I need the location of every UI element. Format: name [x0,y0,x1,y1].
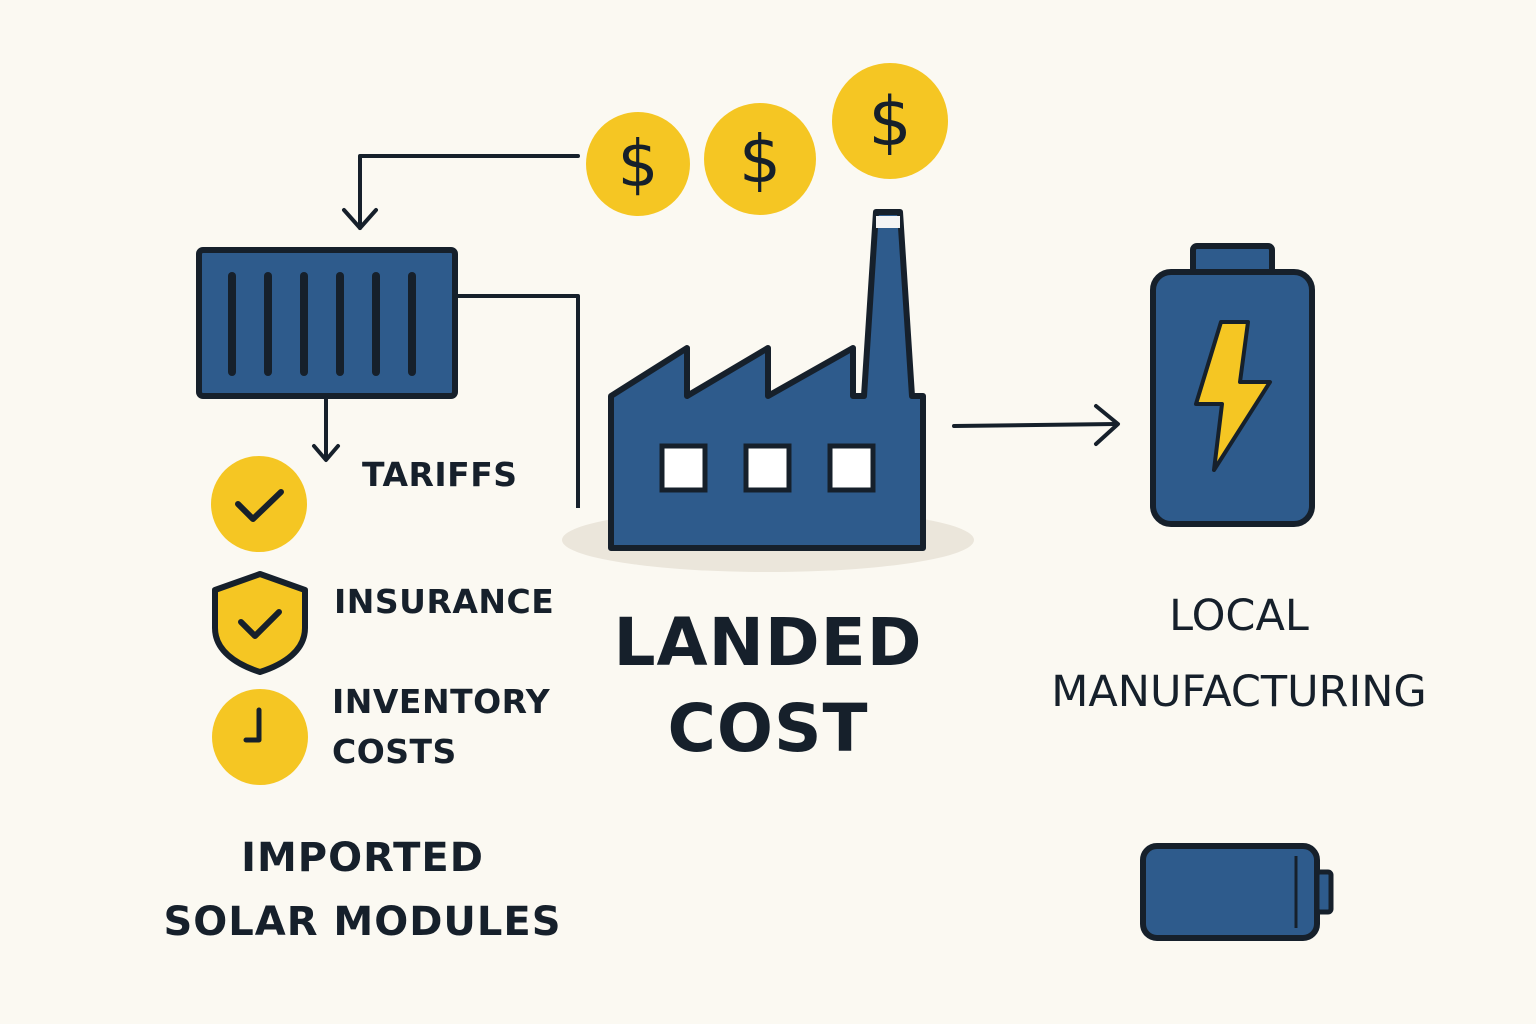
shield-check-icon [212,571,308,675]
battery-charging-icon [1150,243,1315,527]
check-circle-icon [211,456,307,552]
local-line2: MANUFACTURING [1051,667,1427,717]
svg-text:$: $ [618,128,659,202]
clock-icon [212,689,308,785]
imported-line1: IMPORTED [241,835,484,881]
tariffs-label: TARIFFS [362,455,518,494]
coin-to-container-arrow [342,154,580,230]
imported-line2: SOLAR MODULES [163,899,562,945]
inventory-label: INVENTORY [332,682,551,721]
local-line1: LOCAL [1169,591,1309,641]
imported-title: IMPORTED SOLAR MODULES [140,826,585,954]
landed-line1: LANDED [613,604,923,681]
landed-line2: COST [667,690,869,767]
container-to-factory-connector [455,294,580,508]
factory-to-battery-arrow [952,404,1120,446]
dollar-coin-icon: $ [704,103,816,215]
dollar-coin-icon: $ [586,112,690,216]
battery-icon [1140,843,1334,941]
costs-label: COSTS [332,732,457,771]
landed-cost-title: LANDED COST [600,600,936,772]
local-title: LOCAL MANUFACTURING [1030,578,1448,730]
container-down-arrow [312,396,340,462]
svg-text:$: $ [739,121,781,198]
svg-text:$: $ [868,83,911,162]
dollar-coin-icon: $ [832,63,948,179]
factory-icon [562,209,974,572]
insurance-label: INSURANCE [334,582,555,621]
shipping-container-icon [196,247,458,399]
